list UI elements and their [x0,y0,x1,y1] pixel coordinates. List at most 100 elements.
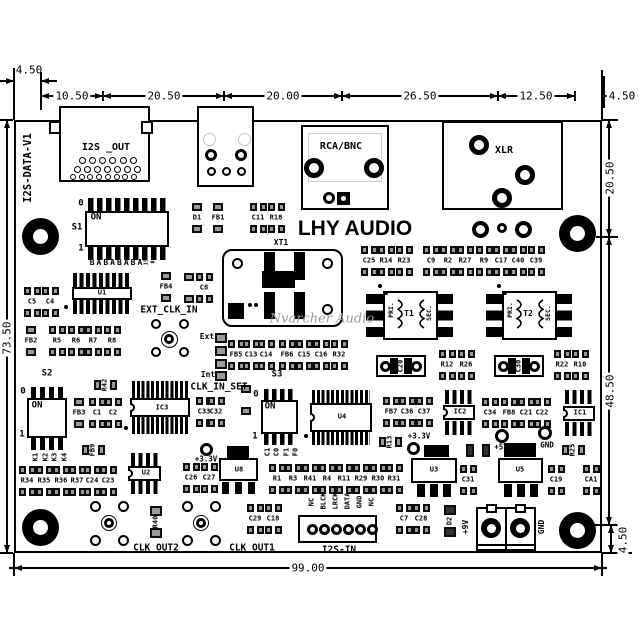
component-label-C22: C22 [535,408,549,417]
connector-hole [109,156,117,164]
smd-pad [345,464,353,472]
pin-hole [342,523,354,535]
dimension-arrow [103,92,111,99]
t1-pads-left [366,294,383,338]
u3-pins [417,484,451,497]
dimension-tick [2,552,12,554]
component-pad [529,360,540,372]
component-body [404,358,412,374]
pin-hole [330,523,342,535]
smd-pad [438,350,446,358]
u2-pins-bottom [131,481,159,494]
smd-pad [438,372,446,380]
component-label-C7: C7 [399,514,409,523]
s2-switch [27,398,67,438]
component-pad [411,360,422,372]
smd-pad [207,419,215,427]
u5-pins [504,484,538,497]
smd-pad [268,486,276,494]
sma-pad [117,500,129,512]
connector-hole [78,174,85,180]
smd-pad [215,333,227,343]
smd-pad [200,463,208,471]
smd-pad [571,350,579,358]
smd-pad [457,372,465,380]
component-label-C29: C29 [248,514,262,523]
sma-center [104,518,114,528]
component-label-FB6: FB6 [280,350,294,359]
dimension-arrow [95,92,103,99]
smd-pad [394,437,402,447]
smd-pad [425,419,433,427]
smd-pad [527,268,535,276]
smd-pad [200,485,208,493]
smd-pad [509,268,517,276]
smd-pad [288,362,296,370]
u5-tab [504,443,536,457]
smd-pad [93,380,101,390]
pin-hole [366,523,378,535]
component-label-R35: R35 [37,476,51,485]
smd-pad [408,419,416,427]
smd-pad [395,526,403,534]
connector-hole [93,165,101,173]
smd-pad [256,504,264,512]
xt1-pad [294,252,305,280]
smd-pad [456,268,464,276]
component-label-C8: C8 [199,283,209,292]
smd-pad [52,466,60,474]
terminal-hole-center [515,523,525,533]
smd-pad [467,350,475,358]
component-label-R7: R7 [88,336,98,345]
smd-pad [259,203,267,211]
smd-pad [45,488,53,496]
smd-pad [284,486,292,494]
sma-center [164,334,174,344]
component-label-C11: C11 [251,213,265,222]
component-label-R34: R34 [20,476,34,485]
ic3-pins-top [132,381,189,398]
component-label-D2: D2 [445,516,454,526]
smd-pad [195,295,203,303]
tp-3v3-left-label: +3.3V [194,454,218,464]
smd-pad [491,420,499,428]
component-label-FB4: FB4 [159,282,173,291]
dot [254,303,258,307]
smd-pad [217,419,225,427]
component-label-C5: C5 [27,297,37,306]
smd-pad [370,268,378,276]
component-label-C34: C34 [483,408,497,417]
smd-pad [432,246,440,254]
component-label-C24: C24 [85,476,99,485]
smd-pad [268,464,276,472]
smd-pad [322,362,330,370]
component-label-C4: C4 [45,297,55,306]
smd-pad [195,397,203,405]
xlr-label: XLR [494,145,514,156]
smd-pad [517,398,525,406]
smd-pad [150,528,162,538]
smd-pad [205,273,213,281]
smd-pad [210,463,218,471]
smd-pad [491,398,499,406]
pin-hole [323,192,335,204]
smd-pad [301,464,309,472]
smd-pad [449,268,457,276]
smd-pad [109,488,117,496]
dimension-arrow [14,564,22,571]
dimension-line [13,68,15,120]
component-label-C19: C19 [549,475,563,484]
smd-pad [378,437,386,447]
s2-one: 1 [19,429,25,440]
smd-pad [35,466,43,474]
smd-pad [571,372,579,380]
smd-pad [18,488,26,496]
smd-pad [415,397,423,405]
smd-pad [257,362,265,370]
t2-label: T2 [523,309,533,318]
xt1-pin [321,303,333,315]
s3-one: 1 [252,431,258,442]
smd-pad [485,246,493,254]
component-label-R9: R9 [479,256,489,265]
dimension-arrow [3,120,10,128]
